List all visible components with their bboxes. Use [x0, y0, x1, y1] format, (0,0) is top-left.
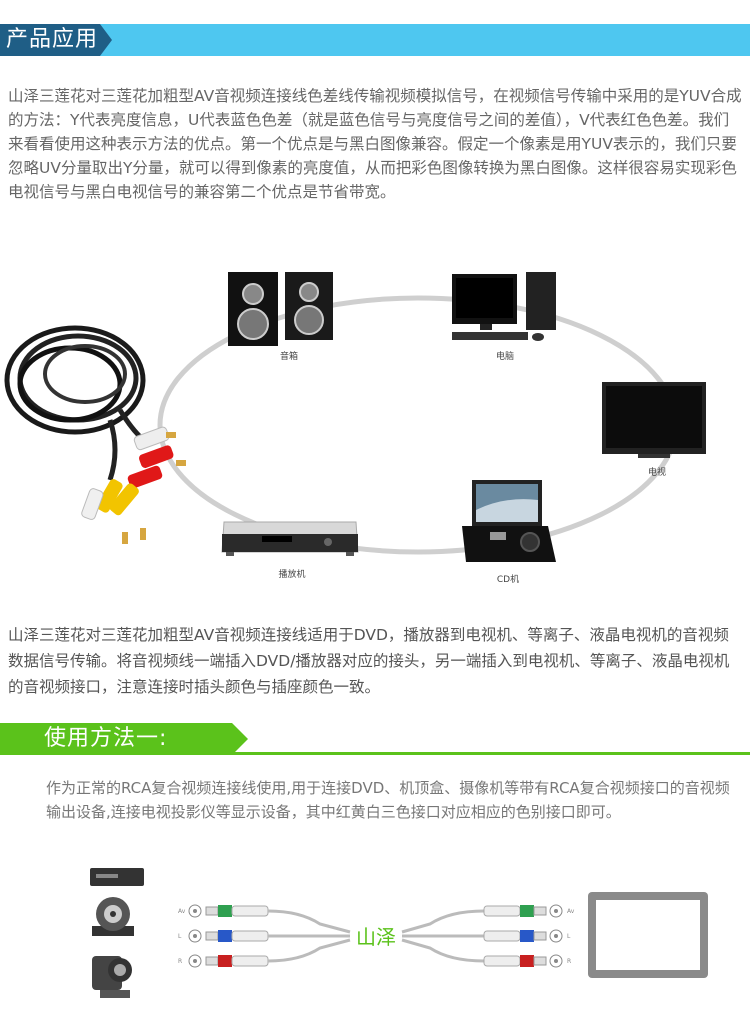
- computer-label: 电脑: [496, 350, 514, 362]
- left-jacks: [188, 904, 202, 968]
- brand-label: 山泽: [356, 925, 396, 949]
- tv-label: 电视: [648, 466, 666, 478]
- av-cable-image: [4, 325, 186, 544]
- wiring-diagram: Av L R 山泽: [90, 868, 708, 998]
- speaker-icon: [228, 272, 333, 346]
- port-label-l-left: L: [178, 933, 182, 940]
- port-label-r-left: R: [178, 958, 182, 965]
- port-label-r-right: R: [567, 958, 571, 965]
- section-title: 产品应用: [6, 27, 99, 52]
- method-header-line: [0, 752, 750, 755]
- method-header-tag: 使用方法一:: [0, 723, 250, 755]
- tv-icon: [602, 382, 706, 458]
- player-label: 播放机: [278, 568, 305, 580]
- cd-player-label: CD机: [497, 573, 519, 585]
- section-header-bar: [0, 24, 750, 56]
- port-label-av-left: Av: [178, 908, 186, 915]
- application-diagram: 音箱 电脑 电视 CD机 播放机: [4, 272, 706, 585]
- port-label-av-right: Av: [567, 908, 575, 915]
- right-jacks: [549, 904, 563, 968]
- computer-icon: [452, 272, 556, 341]
- method-paragraph: 作为正常的RCA复合视频连接线使用,用于连接DVD、机顶盒、摄像机等带有RCA复…: [46, 779, 730, 821]
- section-header-tag: 产品应用: [0, 24, 112, 56]
- right-plugs: [483, 905, 547, 967]
- dvd-player-icon: [221, 521, 359, 556]
- usage-paragraph: 山泽三莲花对三莲花加粗型AV音视频连接线适用于DVD，播放器到电视机、等离子、液…: [8, 626, 730, 696]
- cable-lines: [267, 909, 485, 963]
- display-icon: [588, 892, 708, 978]
- intro-paragraph: 山泽三莲花对三莲花加粗型AV音视频连接线色差线传输视频模拟信号，在视频信号传输中…: [8, 87, 742, 201]
- left-plugs: [205, 905, 269, 967]
- speaker-label: 音箱: [280, 350, 298, 362]
- port-label-l-right: L: [567, 933, 571, 940]
- cd-player-icon: [462, 480, 556, 562]
- camcorder-source-icon: [92, 956, 132, 998]
- dvd-source-icon: [90, 868, 144, 886]
- disc-source-icon: [92, 897, 134, 936]
- method-title: 使用方法一:: [44, 726, 168, 751]
